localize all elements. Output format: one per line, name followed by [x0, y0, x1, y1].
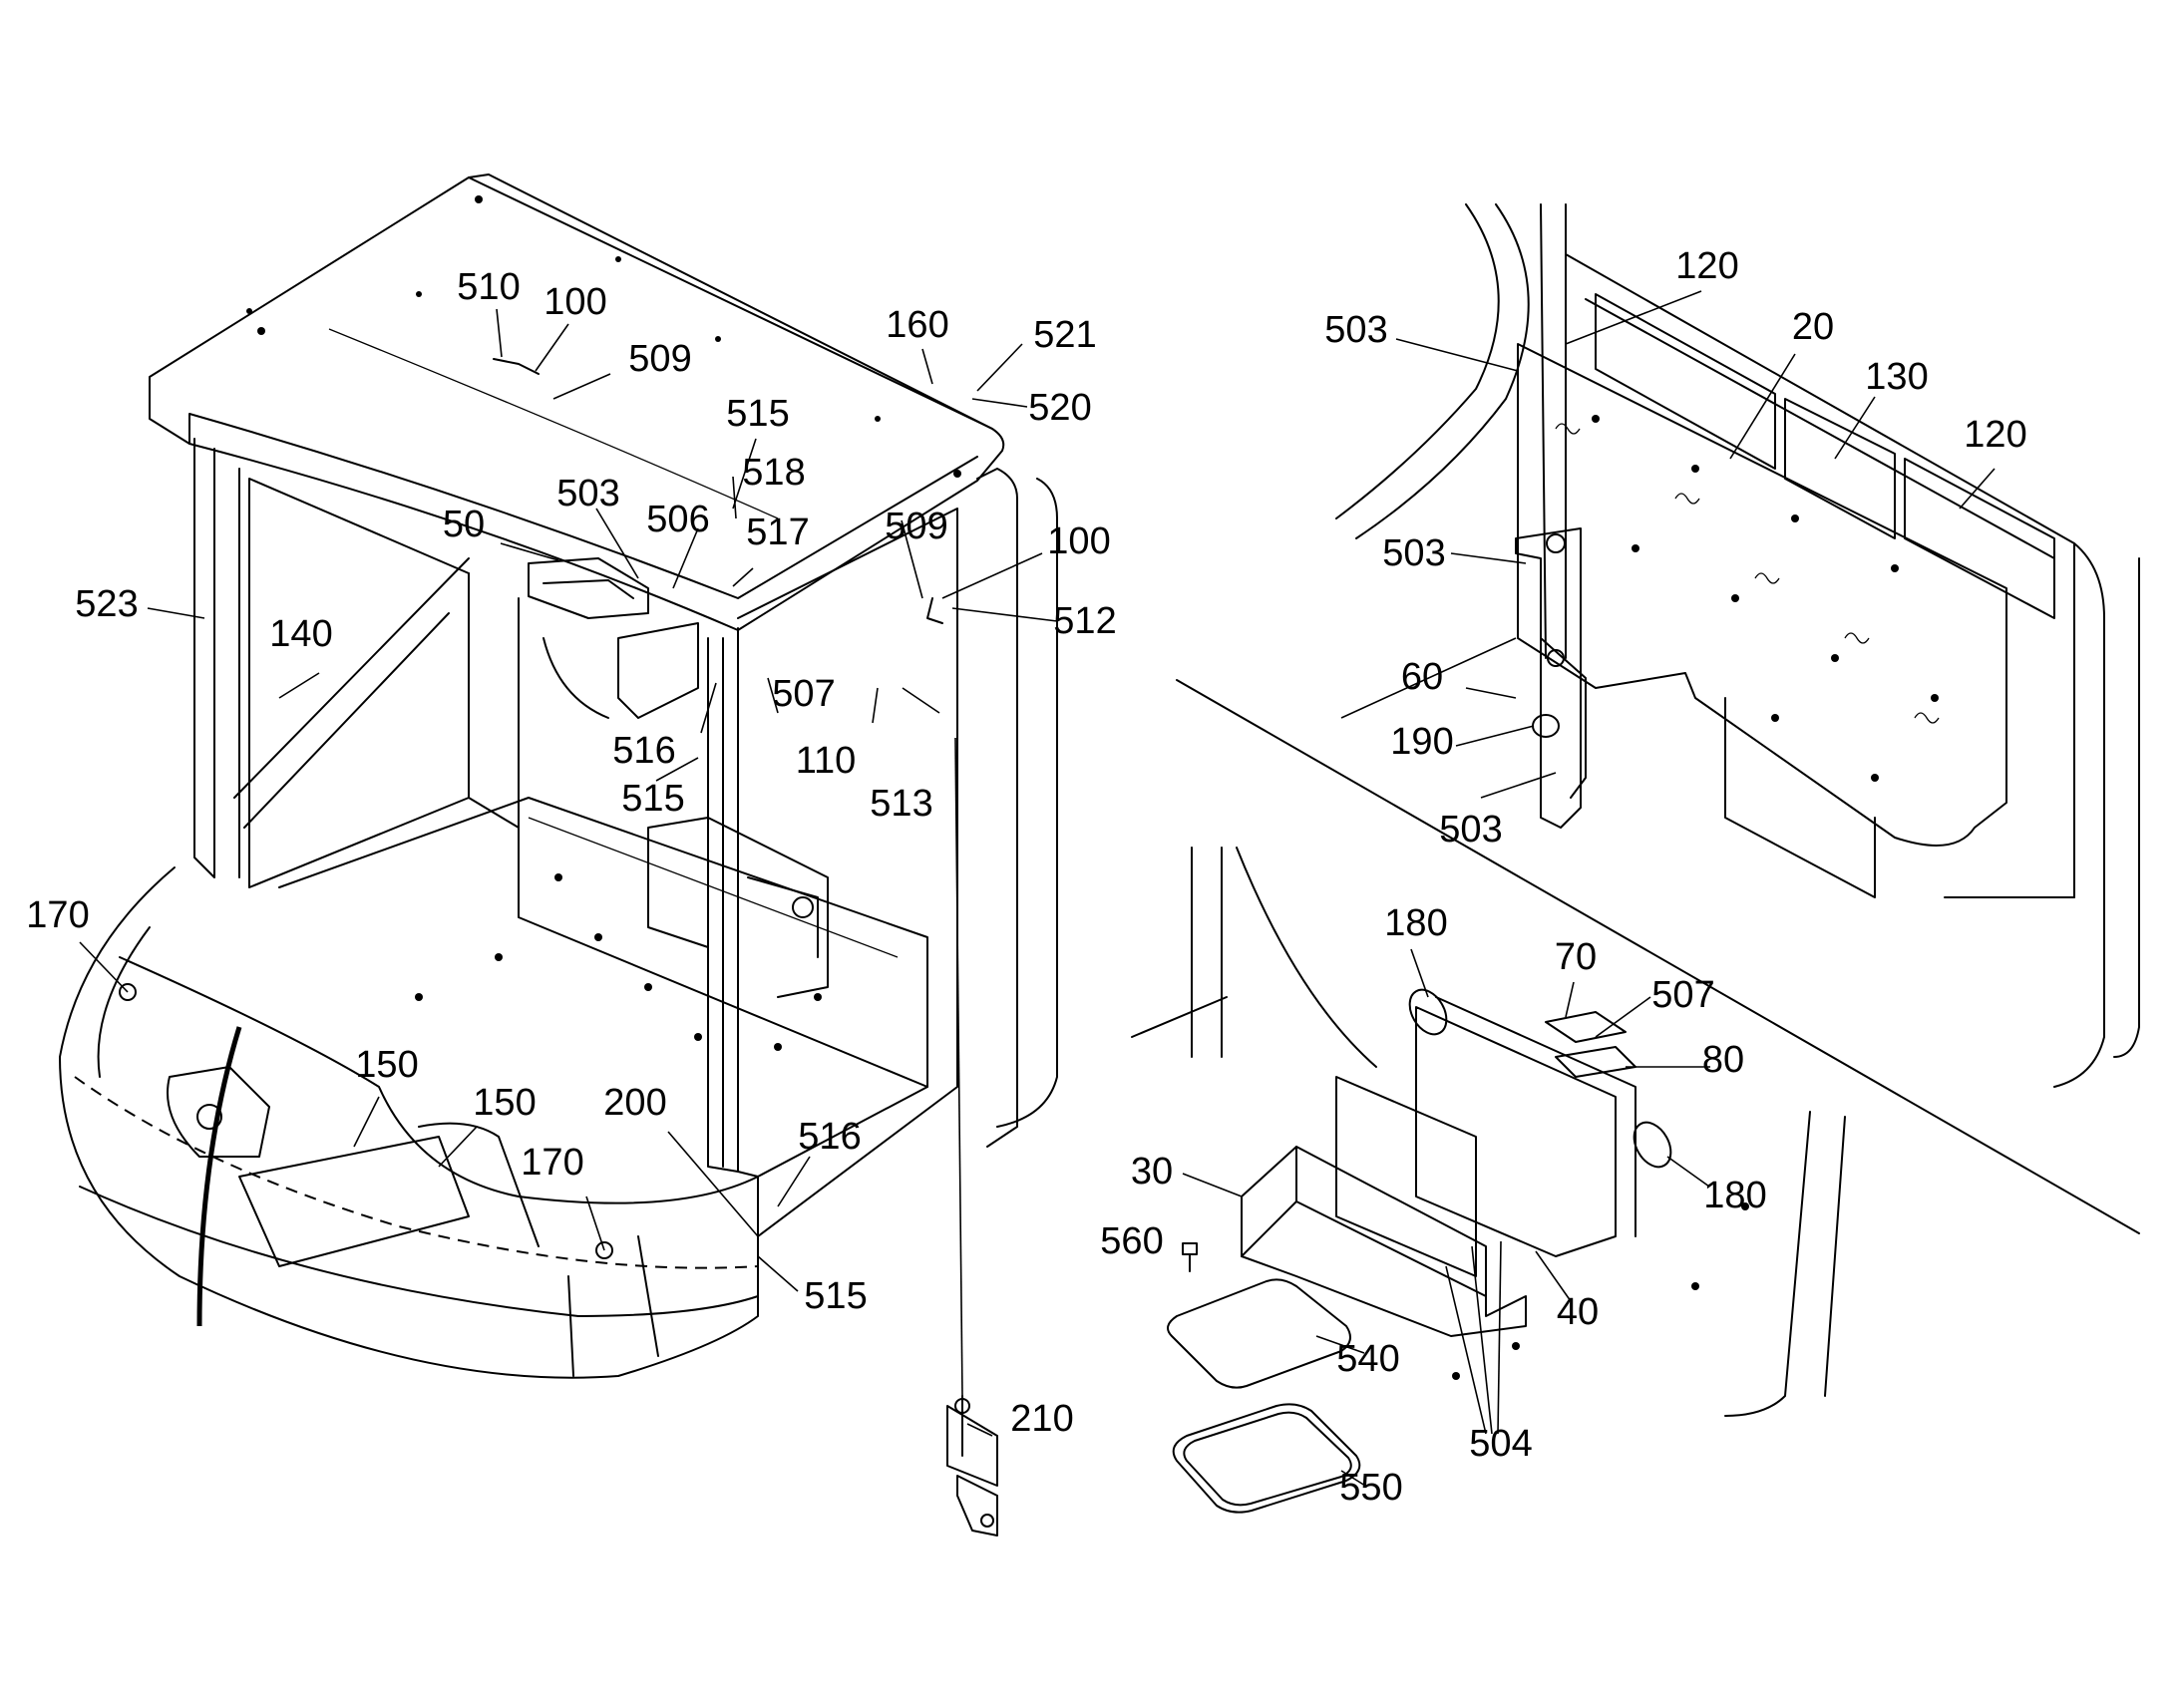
gasket-180-upper — [1408, 988, 1448, 1036]
panel-20 — [1517, 343, 2007, 847]
cab-overview-view — [59, 173, 1058, 1537]
callout-523: 523 — [75, 583, 138, 625]
callout-190: 190 — [1390, 721, 1453, 763]
cab-roof — [149, 173, 1005, 631]
callout-200: 200 — [603, 1082, 666, 1124]
cover-70 — [1545, 1011, 1627, 1043]
gasket-180-lower — [1633, 1121, 1672, 1169]
callout-110: 110 — [796, 740, 857, 782]
callout-170-right: 170 — [521, 1142, 583, 1184]
roof-holes — [246, 195, 961, 478]
callout-507-overview: 507 — [772, 673, 835, 715]
tray-30 — [1241, 1200, 1527, 1337]
callout-503-rear-bottom: 503 — [1439, 809, 1502, 851]
plug-190 — [1532, 714, 1560, 738]
bracket-60 — [1515, 527, 1582, 829]
callout-30: 30 — [1131, 1151, 1173, 1193]
callout-100-right: 100 — [1047, 520, 1110, 562]
callout-503-rear-mid: 503 — [1382, 532, 1445, 574]
panel-120-left — [1595, 293, 1776, 470]
callout-labels: 510 100 509 160 521 520 515 518 503 50 5… — [26, 245, 2026, 1509]
callout-520: 520 — [1028, 387, 1091, 429]
floor-holes-detail — [1452, 1202, 1749, 1380]
callout-509-right: 509 — [885, 506, 947, 547]
rear-panel-detail-view — [1335, 203, 2140, 1088]
callout-120-right: 120 — [1964, 414, 2026, 456]
callout-521: 521 — [1033, 314, 1096, 356]
callout-517: 517 — [746, 512, 809, 553]
callout-503-rear-top: 503 — [1324, 309, 1387, 351]
callout-506: 506 — [646, 499, 709, 540]
box-40 — [1415, 1006, 1617, 1257]
seal-550 — [1172, 1403, 1361, 1514]
callout-130: 130 — [1865, 356, 1928, 398]
callout-180-lower: 180 — [1703, 1175, 1766, 1216]
callout-510: 510 — [457, 266, 520, 308]
callout-512: 512 — [1053, 600, 1116, 642]
callout-540: 540 — [1336, 1338, 1399, 1380]
callout-560: 560 — [1100, 1220, 1163, 1262]
callout-80: 80 — [1702, 1039, 1744, 1081]
callout-210: 210 — [1010, 1398, 1073, 1440]
bumper-seam — [196, 1026, 242, 1327]
callout-150-b: 150 — [473, 1082, 536, 1124]
callout-180-upper: 180 — [1384, 902, 1447, 944]
floor-holes — [415, 873, 822, 1051]
callout-516-lower: 516 — [798, 1116, 861, 1158]
cover-540 — [1167, 1278, 1351, 1389]
grommet-170-left — [119, 983, 137, 1001]
striker-210 — [946, 1395, 998, 1537]
callout-503-overview: 503 — [556, 473, 619, 514]
leader-lines — [79, 290, 1996, 1487]
bracket-50 — [528, 557, 649, 619]
callout-515-mid: 515 — [621, 778, 684, 820]
callout-160: 160 — [886, 304, 948, 346]
callout-513: 513 — [870, 783, 932, 825]
callout-40: 40 — [1557, 1291, 1599, 1333]
panel-holes — [1592, 415, 1939, 782]
callout-515-top: 515 — [726, 393, 789, 435]
callout-100-top: 100 — [544, 281, 606, 323]
center-console — [647, 817, 709, 948]
callout-509-top: 509 — [628, 338, 691, 380]
callout-140: 140 — [269, 613, 332, 655]
bolt-560 — [1182, 1242, 1198, 1272]
callout-515-lower: 515 — [804, 1275, 867, 1317]
callout-20: 20 — [1792, 306, 1834, 348]
grommet-170-right — [595, 1241, 613, 1259]
cab-floor — [278, 797, 928, 1178]
front-left-post — [193, 438, 215, 878]
callout-516-upper: 516 — [612, 730, 675, 772]
panel-130 — [1784, 398, 1896, 539]
panel-120-right — [1904, 458, 2055, 619]
view-divider-line — [1176, 679, 2140, 1234]
callout-70: 70 — [1555, 936, 1597, 978]
floor-box-detail-view — [1131, 847, 1846, 1514]
callout-507-box: 507 — [1651, 974, 1714, 1016]
callout-120-top: 120 — [1675, 245, 1738, 287]
callout-550: 550 — [1339, 1467, 1402, 1509]
callout-170-left: 170 — [26, 894, 89, 936]
callout-60: 60 — [1401, 656, 1443, 698]
plate-80 — [1555, 1046, 1636, 1078]
front-bumper — [59, 866, 759, 1379]
callout-518: 518 — [742, 452, 805, 494]
callout-504: 504 — [1469, 1423, 1532, 1465]
callout-150-a: 150 — [355, 1044, 418, 1086]
callout-50: 50 — [443, 504, 485, 545]
